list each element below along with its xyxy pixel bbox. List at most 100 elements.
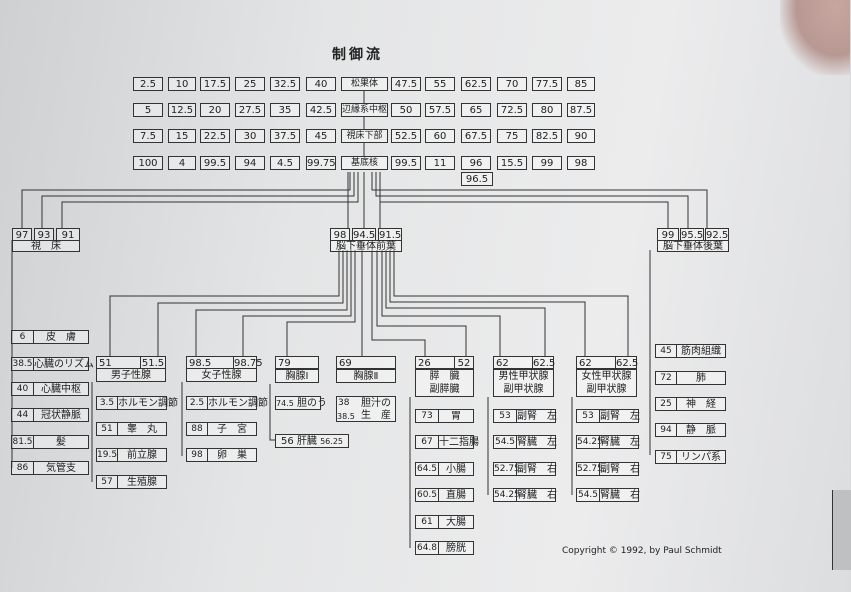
male-thyroid-item-3-label: 副腎 右: [516, 462, 557, 476]
bile-line-2: 生 産: [361, 410, 391, 421]
left-item-1-num: 6: [11, 330, 34, 344]
posterior-pituitary-label: 脳下垂体後葉: [657, 240, 729, 252]
thymus1-label: 胸腺Ⅰ: [275, 369, 319, 383]
pancreas-item-5-num: 61: [415, 515, 439, 529]
bile-num-1: 38: [338, 398, 350, 408]
left-item-1-label: 皮 膚: [33, 330, 89, 344]
grid-cell-1-9: 55: [425, 77, 455, 91]
grid-cell-4-2: 4: [168, 156, 196, 170]
thymus1-num: 79: [275, 356, 319, 369]
grid-cell-3-4: 30: [235, 129, 265, 143]
center-node-3-7: 視床下部: [341, 129, 388, 143]
male-gland-label: 男子性腺: [96, 368, 166, 382]
pancreas-item-3-label: 小腸: [438, 462, 474, 476]
liver-label: 肝臓: [296, 436, 317, 447]
left-item-5-num: 81.5: [11, 435, 34, 449]
grid-cell-3-13: 90: [567, 129, 595, 143]
male-item-4-num: 57: [96, 475, 118, 489]
female-gland-label: 女子性腺: [186, 368, 257, 382]
female-item-3-num: 98: [186, 448, 208, 462]
grid-cell-1-1: 2.5: [133, 77, 163, 91]
pancreas-num-1: 26: [415, 356, 455, 369]
grid-cell-2-13: 87.5: [567, 103, 595, 117]
female-thyroid-item-2-num: 54.25: [576, 435, 603, 449]
grid-cell-1-11: 70: [497, 77, 527, 91]
pancreas-item-4-label: 直腸: [438, 488, 474, 502]
female-thyroid-line-2: 副甲状腺: [586, 384, 627, 395]
thymus2-num: 69: [336, 356, 396, 369]
bile-num-2: 38.5: [337, 412, 355, 421]
female-item-3-label: 卵 巣: [207, 448, 257, 462]
male-item-3-label: 前立腺: [117, 448, 167, 462]
female-thyroid-item-4-label: 腎臓 右: [599, 488, 640, 502]
male-item-3-num: 19.5: [96, 448, 118, 462]
pancreas-item-2-num: 67: [415, 435, 439, 449]
grid-cell-4-6: 99.75: [306, 156, 336, 170]
male-thyroid-num-1: 62: [493, 356, 533, 369]
anterior-pituitary-label: 脳下垂体前葉: [330, 240, 402, 252]
pancreas-item-4-num: 60.5: [415, 488, 439, 502]
pancreas-item-3-num: 64.5: [415, 462, 439, 476]
left-item-4-num: 44: [11, 408, 34, 422]
grid-cell-3-6: 45: [306, 129, 336, 143]
grid-cell-3-10: 67.5: [461, 129, 491, 143]
grid-cell-4-12: 99: [532, 156, 562, 170]
female-thyroid-line-1: 女性甲状腺: [581, 371, 632, 382]
male-thyroid-item-4-label: 腎臓 右: [516, 488, 557, 502]
male-thyroid-line-1: 男性甲状腺: [498, 371, 549, 382]
thymus2-label: 胸腺Ⅱ: [336, 369, 396, 383]
right-item-3-num: 25: [655, 397, 677, 411]
grid-cell-2-4: 27.5: [235, 103, 265, 117]
male-thyroid-item-1-label: 副腎 左: [516, 409, 557, 423]
grid-cell-4-4: 94: [235, 156, 265, 170]
female-thyroid-num-1: 62: [576, 356, 616, 369]
center-node-4-7: 基底核: [341, 156, 388, 170]
liver-box: 56 肝臓 56.25: [275, 434, 349, 448]
male-item-1-label: ホルモン調節: [117, 396, 178, 410]
male-thyroid-item-2-label: 腎臓 左: [516, 435, 557, 449]
grid-cell-2-2: 12.5: [168, 103, 196, 117]
pancreas-item-6-label: 膀胱: [438, 541, 474, 555]
pancreas-label: 膵 臓 副膵臓: [415, 369, 474, 397]
grid-cell-4-1: 100: [133, 156, 163, 170]
grid-cell-1-5: 32.5: [270, 77, 300, 91]
liver-val: 56.25: [320, 437, 343, 446]
male-thyroid-item-3-num: 52.75: [493, 462, 520, 476]
grid-cell-3-9: 60: [425, 129, 455, 143]
finger-shadow: [780, 0, 850, 75]
female-thyroid-item-1-label: 副腎 左: [599, 409, 640, 423]
pancreas-item-2-label: 十二指腸: [438, 435, 479, 449]
grid-cell-2-12: 80: [532, 103, 562, 117]
male-item-1-num: 3.5: [96, 396, 118, 410]
right-item-5-num: 75: [655, 450, 677, 464]
thymus1-item: 74.5 胆のう: [275, 396, 327, 410]
grid-cell-1-2: 10: [168, 77, 196, 91]
pancreas-item-6-num: 64.8: [415, 541, 439, 555]
grid-cell-1-4: 25: [235, 77, 265, 91]
liver-num: 56: [280, 436, 294, 447]
female-thyroid-item-3-num: 52.75: [576, 462, 603, 476]
female-thyroid-num-2: 62.5: [615, 356, 639, 369]
male-thyroid-label: 男性甲状腺 副甲状腺: [493, 369, 554, 397]
grid-cell-2-10: 65: [461, 103, 491, 117]
female-thyroid-item-1-num: 53: [576, 409, 600, 423]
male-thyroid-item-4-num: 54.25: [493, 488, 520, 502]
male-thyroid-num-2: 62.5: [532, 356, 556, 369]
left-item-6-num: 86: [11, 461, 34, 475]
grid-cell-1-13: 85: [567, 77, 595, 91]
male-item-4-label: 生殖腺: [117, 475, 167, 489]
grid-cell-4-9: 11: [425, 156, 455, 170]
male-thyroid-item-1-num: 53: [493, 409, 517, 423]
thymus1-item-label: 胆のう: [297, 398, 327, 409]
female-item-1-label: ホルモン調節: [207, 396, 268, 410]
grid-cell-3-12: 82.5: [532, 129, 562, 143]
grid-cell-4-3: 99.5: [200, 156, 230, 170]
left-item-6-label: 気管支: [33, 461, 89, 475]
grid-cell-3-11: 75: [497, 129, 527, 143]
pancreas-item-1-label: 胃: [438, 409, 474, 423]
grid-cell-1-10: 62.5: [461, 77, 491, 91]
left-item-4-label: 冠状静脈: [33, 408, 89, 422]
grid-cell-4-5: 4.5: [270, 156, 300, 170]
grid-cell-2-3: 20: [200, 103, 230, 117]
